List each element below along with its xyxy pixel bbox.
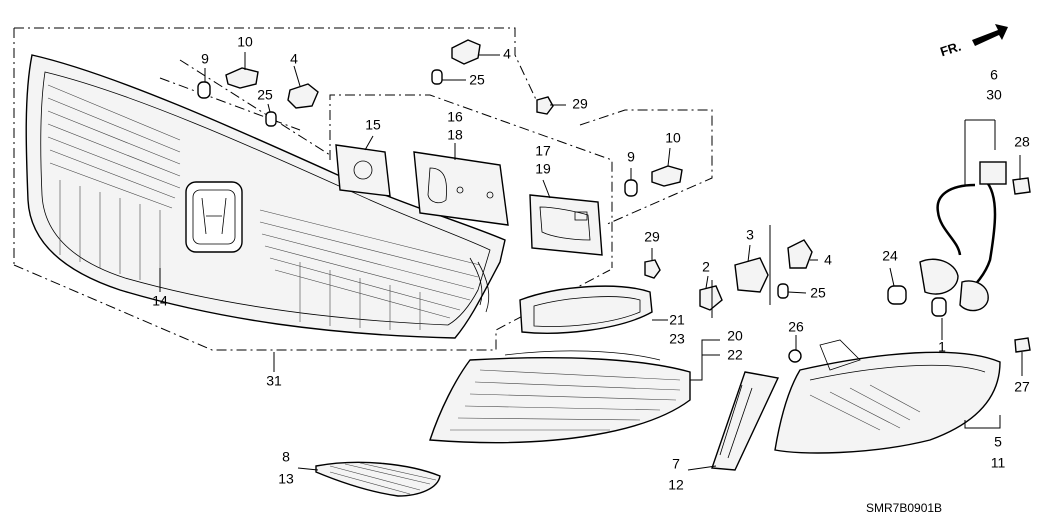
clip-27	[1014, 337, 1031, 353]
callout-25: 25	[257, 87, 273, 103]
callout-18: 18	[447, 127, 463, 143]
bulb-24	[887, 285, 907, 305]
harness-socket-a	[919, 258, 959, 295]
wire-harness	[887, 119, 1031, 317]
socket-4b	[451, 39, 481, 65]
bulb-9b	[624, 179, 638, 197]
callout-16: 16	[447, 109, 463, 125]
direction-arrow-icon	[972, 24, 1008, 46]
callout-11: 11	[991, 455, 1006, 471]
callout-25: 25	[469, 72, 485, 88]
socket-10b	[651, 165, 683, 187]
callout-12: 12	[668, 477, 684, 493]
callout-2: 2	[702, 259, 710, 275]
callout-28: 28	[1014, 134, 1030, 150]
inner-tail-light	[429, 350, 691, 444]
clip-29b	[644, 259, 661, 279]
clip-28	[1012, 177, 1031, 195]
gasket-plate	[529, 194, 603, 256]
bulb-25c	[777, 283, 789, 299]
bulb-25b	[431, 69, 443, 85]
bulb-1	[931, 297, 947, 317]
callout-24: 24	[882, 248, 898, 264]
socket-4a	[287, 83, 319, 109]
bulb-2	[699, 285, 723, 311]
callout-29: 29	[644, 229, 660, 245]
callout-19: 19	[535, 161, 551, 177]
callout-29: 29	[572, 96, 588, 112]
callout-5: 5	[994, 434, 1002, 450]
callout-20: 20	[727, 328, 743, 344]
callout-15: 15	[365, 117, 381, 133]
socket-3	[734, 257, 769, 293]
callout-8: 8	[282, 449, 290, 465]
license-light-plate	[335, 144, 391, 197]
callout-6: 6	[990, 67, 998, 83]
callout-3: 3	[746, 227, 754, 243]
callout-7: 7	[672, 456, 680, 472]
callout-4: 4	[290, 51, 298, 67]
screw-26	[788, 349, 802, 363]
callout-9: 9	[201, 51, 209, 67]
callout-14: 14	[152, 293, 168, 309]
harness-socket-b	[959, 280, 989, 312]
license-bracket	[413, 151, 509, 226]
callout-31: 31	[266, 373, 282, 389]
callout-10: 10	[665, 130, 681, 146]
rear-reflector	[315, 461, 441, 497]
callout-labels: 9 10 4 25 4 25 29 15 16 18 17 19 9 10 29…	[152, 34, 1030, 493]
leader-lines	[159, 52, 1023, 471]
bulb-25a	[265, 111, 277, 127]
callout-1: 1	[938, 339, 946, 355]
socket-10a	[225, 67, 259, 89]
diagram-code: SMR7B0901B	[866, 501, 942, 515]
callout-27: 27	[1014, 379, 1030, 395]
front-grille	[25, 54, 506, 339]
callout-22: 22	[727, 347, 743, 363]
bulb-sockets-top	[197, 39, 683, 279]
callout-4: 4	[503, 46, 511, 62]
callout-10: 10	[237, 34, 253, 50]
callout-4: 4	[824, 252, 832, 268]
tail-light-gasket	[519, 285, 653, 334]
front-direction-indicator: FR.	[938, 24, 1008, 59]
callout-9: 9	[627, 149, 635, 165]
outer-tail-light	[774, 337, 1031, 454]
socket-4c	[787, 239, 813, 269]
callout-26: 26	[788, 319, 804, 335]
callout-30: 30	[986, 87, 1002, 103]
callout-17: 17	[535, 143, 551, 159]
direction-label: FR.	[938, 39, 963, 60]
side-reflector-strip	[711, 371, 780, 471]
bulb-9a	[197, 81, 211, 99]
bulb-sockets-mid	[699, 225, 813, 318]
callout-21: 21	[669, 312, 685, 328]
callout-23: 23	[669, 331, 685, 347]
clip-29a	[536, 96, 554, 115]
callout-13: 13	[278, 471, 294, 487]
harness-connector	[979, 161, 1007, 185]
callout-25: 25	[810, 285, 826, 301]
